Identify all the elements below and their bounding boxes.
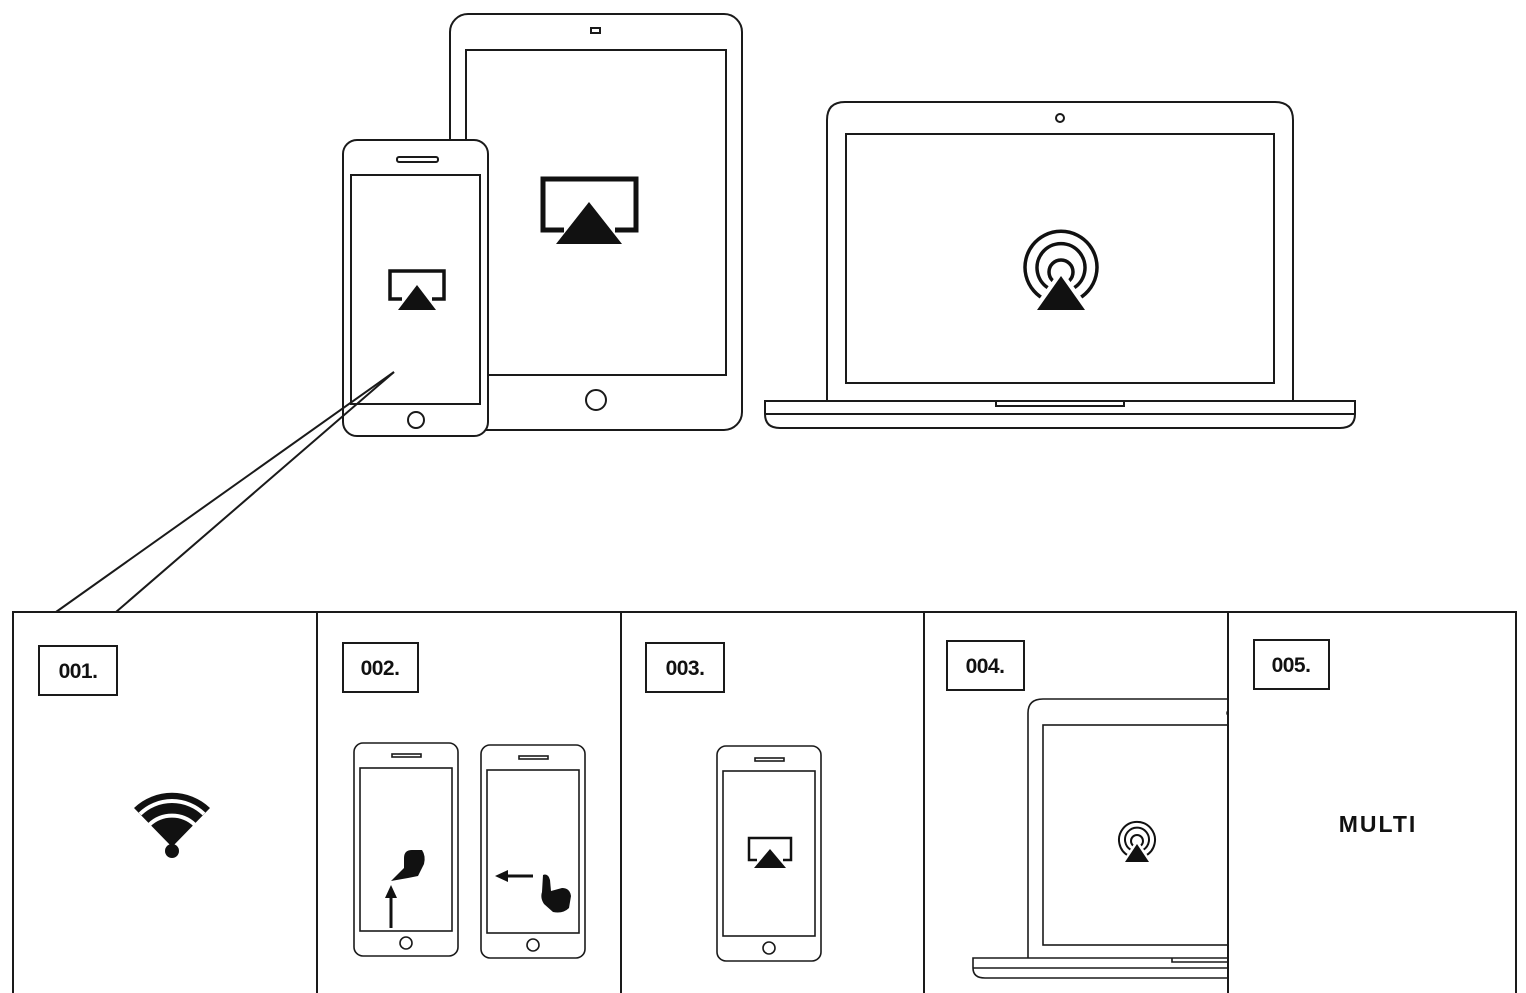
zoom-callout-lines [55,371,395,613]
macbook-device [764,101,1356,429]
step-number-label: 001. [59,660,98,683]
step-3: 003. [645,642,822,962]
airplay-screen-icon [388,269,446,310]
step-1: 001. [38,645,210,858]
multi-text: MULTI [1339,811,1418,837]
phone-swipe-left [480,744,586,959]
macbook-device [972,698,1228,979]
airplay-audio-icon [1023,229,1099,315]
airplay-audio-icon [1118,820,1156,865]
step-5: 005. MULTI [1253,639,1418,837]
swipe-up-gesture-icon [385,850,425,928]
step-number-label: 004. [966,655,1005,678]
airplay-screen-icon [747,836,793,868]
step-number-label: 002. [361,657,400,680]
swipe-left-gesture-icon [495,870,571,913]
step-4: 004. [946,640,1228,979]
phone-swipe-up [353,742,459,957]
step-2: 002. [342,642,586,959]
steps-panel [12,611,1517,993]
wifi-icon [134,792,210,858]
airplay-screen-icon [540,176,639,244]
iphone-device [716,745,822,962]
step-number-label: 003. [666,657,705,680]
step-number-label: 005. [1272,654,1311,677]
